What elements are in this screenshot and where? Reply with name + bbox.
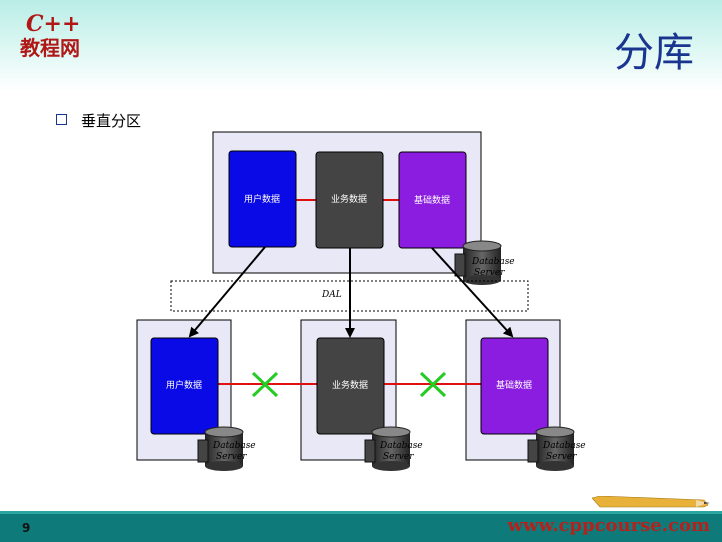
website-link[interactable]: www.cppcourse.com <box>507 515 710 536</box>
page-number: 9 <box>22 521 31 535</box>
pencil-icon <box>592 496 710 508</box>
server-3-table-label: 基础数据 <box>496 379 532 391</box>
page-title: 分库 <box>614 30 694 76</box>
logo-line1: C++ <box>26 11 81 37</box>
top-table-user <box>228 150 297 248</box>
server-2-table-label: 业务数据 <box>332 379 368 391</box>
server-1-table-label: 用户数据 <box>166 379 202 391</box>
top-database-icon <box>454 240 502 285</box>
cross-icon-1 <box>251 371 279 398</box>
checkbox-bullet-icon <box>56 114 67 125</box>
top-table-basic-label: 基础数据 <box>414 194 450 206</box>
server-1-table <box>150 337 219 435</box>
server-1-database-icon <box>197 426 244 471</box>
arrow-basic <box>431 247 514 338</box>
arrow-user <box>188 246 266 338</box>
server-1-db-label-1: Database <box>212 441 256 451</box>
server-2-db-label-1: Database <box>379 441 423 451</box>
server-3-db-label-2: Server <box>546 452 577 462</box>
top-db-label-1: Database <box>471 257 515 267</box>
bullet-item: 垂直分区 <box>56 110 141 131</box>
server-2-db-label-2: Server <box>383 452 414 462</box>
logo-line2: 教程网 <box>20 36 80 60</box>
server-3-database-icon <box>527 426 575 471</box>
server-2-database-icon <box>364 426 411 471</box>
header-band <box>0 0 722 92</box>
top-table-user-label: 用户数据 <box>244 193 280 205</box>
top-db-label-2: Server <box>474 268 505 278</box>
server-3-db-label-1: Database <box>542 441 586 451</box>
logo: C++ 教程网 <box>20 12 100 60</box>
server-1-db-label-2: Server <box>216 452 247 462</box>
server-2-table <box>316 337 385 435</box>
cross-icon-2 <box>419 371 447 398</box>
footer <box>0 514 722 542</box>
footer-accent <box>0 511 722 514</box>
bullet-text: 垂直分区 <box>81 112 142 130</box>
top-table-business-label: 业务数据 <box>331 193 367 205</box>
dal-label: DAL <box>321 290 342 300</box>
server-3-table <box>480 337 549 435</box>
